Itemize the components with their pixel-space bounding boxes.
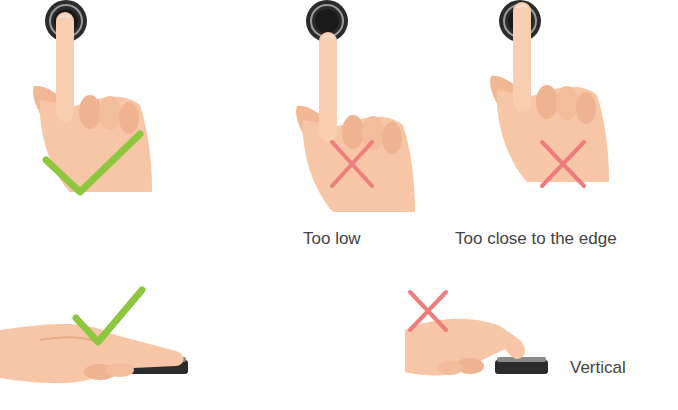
cross-mark	[332, 142, 372, 186]
check-mark	[46, 134, 140, 192]
caption-label: Too low	[303, 229, 361, 249]
cross-mark	[542, 142, 584, 186]
hand-vertical-wrong	[405, 319, 525, 376]
cross-mark	[410, 292, 446, 330]
flat-sensor	[495, 357, 548, 374]
check-mark	[76, 290, 142, 342]
caption-label: Too close to the edge	[455, 229, 617, 249]
hand-too-low	[296, 32, 415, 212]
hand-too-close-edge	[490, 2, 609, 182]
caption-label: Vertical	[570, 358, 626, 378]
hand-correct	[33, 12, 152, 192]
